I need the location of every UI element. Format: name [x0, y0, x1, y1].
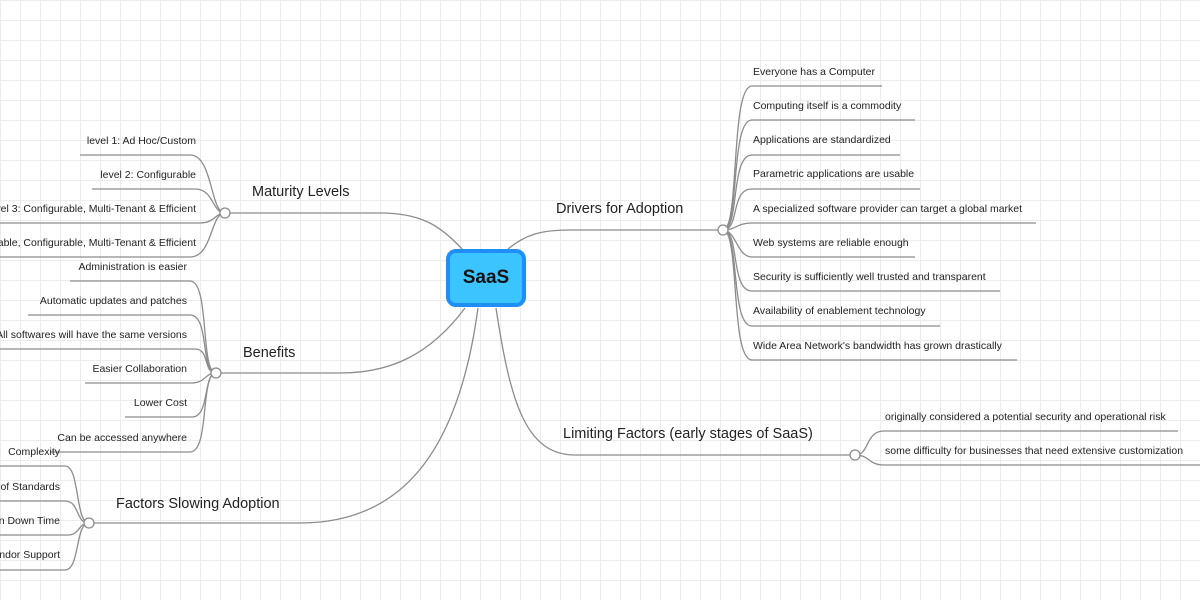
link-maturity: [225, 212, 463, 250]
drivers-item[interactable]: Security is sufficiently well trusted an…: [753, 271, 986, 283]
slowing-item[interactable]: Complexity: [8, 446, 60, 458]
benefits-item[interactable]: Can be accessed anywhere: [57, 432, 187, 444]
limiting-item[interactable]: some difficulty for businesses that need…: [885, 445, 1184, 457]
slowing-collapse-toggle: [83, 517, 95, 529]
central-topic-label: SaaS: [462, 267, 510, 288]
link-benefits: [216, 307, 466, 374]
branch-factors-slowing-adoption[interactable]: Factors Slowing Adoption: [116, 496, 280, 512]
benefits-item[interactable]: Automatic updates and patches: [39, 295, 187, 307]
maturity-item[interactable]: level 2: Configurable: [100, 169, 196, 181]
drivers-item[interactable]: Parametric applications are usable: [753, 168, 915, 180]
limiting-collapse-toggle: [849, 449, 861, 461]
drivers-item[interactable]: A specialized software provider can targ…: [753, 203, 1023, 215]
central-topic[interactable]: SaaS: [446, 249, 526, 307]
maturity-item[interactable]: level 4: Scalable, Configurable, Multi-T…: [0, 237, 196, 249]
link-slowing: [89, 307, 479, 524]
branch-benefits[interactable]: Benefits: [243, 345, 296, 361]
slowing-item[interactable]: Limited Vendor Support: [0, 549, 60, 561]
drivers-item[interactable]: Computing itself is a commodity: [753, 100, 902, 112]
link-limiting: [495, 307, 855, 456]
drivers-item[interactable]: Applications are standardized: [753, 134, 891, 146]
limiting-item[interactable]: originally considered a potential securi…: [885, 411, 1166, 423]
maturity-item[interactable]: level 3: Configurable, Multi-Tenant & Ef…: [0, 203, 196, 215]
maturity-collapse-toggle: [219, 207, 231, 219]
branch-maturity-levels[interactable]: Maturity Levels: [252, 184, 350, 200]
slowing-item[interactable]: Application Down Time: [0, 515, 60, 527]
benefits-item[interactable]: Easier Collaboration: [92, 363, 187, 375]
benefits-collapse-toggle: [210, 367, 222, 379]
link-drivers: [507, 229, 723, 250]
benefits-item[interactable]: Lower Cost: [133, 397, 187, 409]
drivers-item[interactable]: Availability of enablement technology: [753, 305, 926, 317]
benefits-item[interactable]: Administration is easier: [78, 261, 187, 273]
drivers-item[interactable]: Everyone has a Computer: [753, 66, 875, 78]
slowing-item[interactable]: Lack of Standards: [0, 481, 60, 493]
benefits-item[interactable]: All softwares will have the same version…: [0, 329, 187, 341]
maturity-item[interactable]: level 1: Ad Hoc/Custom: [86, 135, 196, 147]
drivers-item[interactable]: Web systems are reliable enough: [753, 237, 909, 249]
drivers-collapse-toggle: [717, 224, 729, 236]
branch-drivers-for-adoption[interactable]: Drivers for Adoption: [556, 201, 684, 217]
drivers-item[interactable]: Wide Area Network's bandwidth has grown …: [753, 340, 1002, 352]
branch-limiting-factors[interactable]: Limiting Factors (early stages of SaaS): [563, 426, 813, 442]
